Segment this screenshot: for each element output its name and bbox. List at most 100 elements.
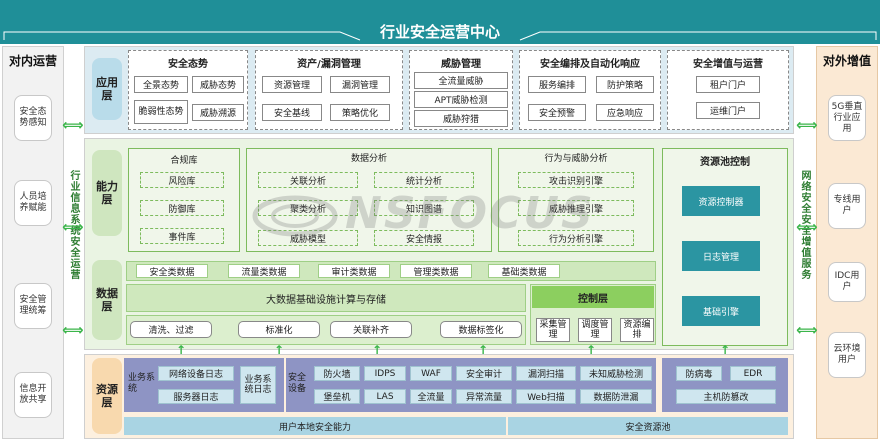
cap-item: 知识图谱 — [374, 200, 474, 216]
app-item: 漏洞管理 — [330, 76, 390, 93]
double-arrow-icon: ⟺ — [62, 218, 84, 236]
group-title: 威胁管理 — [441, 59, 481, 70]
double-arrow-icon: ⟺ — [796, 116, 818, 134]
app-item: 全景态势 — [134, 76, 188, 93]
control-item: 采集管理 — [536, 318, 570, 342]
app-item: 安全预警 — [528, 104, 586, 121]
resource-item: 主机防篡改 — [676, 389, 776, 404]
up-arrow-icon: ↑ — [274, 343, 285, 357]
app-item: 脆弱性态势 — [134, 100, 188, 124]
resource-item: 数据防泄漏 — [580, 389, 652, 404]
app-item: 服务编排 — [528, 76, 586, 93]
biz-system-title: 业务系统 — [128, 373, 156, 394]
data-layer-label: 数据层 — [92, 260, 122, 340]
app-item: 全流量威胁 — [414, 72, 508, 89]
process-item: 关联补齐 — [330, 321, 412, 338]
data-type-item: 流量类数据 — [228, 264, 300, 278]
right-title: 对外增值 — [822, 54, 871, 68]
up-arrow-icon: ↑ — [720, 343, 731, 357]
cap-item: 威胁模型 — [258, 230, 358, 246]
right-item: IDC用户 — [828, 262, 866, 302]
security-device-title: 安全设备 — [288, 373, 307, 394]
app-item: 策略优化 — [330, 104, 390, 121]
cap-item: 行为分析引擎 — [518, 230, 634, 246]
app-item: 威胁溯源 — [192, 104, 244, 121]
right-item: 5G垂直行业应用 — [828, 95, 866, 141]
group-title: 数据分析 — [350, 154, 387, 164]
left-vertical-label: 行业信息系统安全运营 — [68, 170, 79, 280]
cap-item: 安全情报 — [374, 230, 474, 246]
resource-item: 全流量 — [410, 389, 452, 404]
process-item: 标准化 — [238, 321, 320, 338]
left-title: 对内运营 — [8, 54, 57, 68]
app-item: APT威胁检测 — [414, 91, 508, 108]
cap-item: 事件库 — [140, 228, 224, 244]
security-pool-bar: 安全资源池 — [508, 417, 788, 435]
resource-item: 业务系统日志 — [240, 366, 276, 404]
group-title: 合规库 — [170, 156, 198, 166]
left-item: 安全管理统筹 — [14, 283, 52, 329]
pool-item: 资源控制器 — [682, 186, 760, 216]
resource-item: 服务器日志 — [158, 389, 234, 404]
resource-item: LAS — [364, 389, 406, 404]
app-item: 资源管理 — [262, 76, 322, 93]
app-item: 应急响应 — [596, 104, 654, 121]
left-item: 人员培养赋能 — [14, 180, 52, 226]
resource-item: 防病毒 — [676, 366, 722, 381]
resource-item: 网络设备日志 — [158, 366, 234, 381]
control-item: 资源编排 — [620, 318, 654, 342]
double-arrow-icon: ⟺ — [796, 321, 818, 339]
left-item: 信息开放共享 — [14, 372, 52, 418]
resource-layer-label: 资源层 — [92, 358, 122, 434]
group-title: 安全态势 — [168, 59, 208, 70]
data-type-item: 基础类数据 — [488, 264, 560, 278]
pool-item: 基础引擎 — [682, 296, 760, 326]
app-item: 租户门户 — [696, 76, 760, 93]
cap-item: 防御库 — [140, 200, 224, 216]
resource-item: EDR — [730, 366, 776, 381]
resource-item: 防火墙 — [314, 366, 360, 381]
double-arrow-icon: ⟺ — [796, 218, 818, 236]
group-title: 资产/漏洞管理 — [297, 59, 361, 70]
group-title: 安全增值与运营 — [693, 59, 763, 70]
resource-item: IDPS — [364, 366, 406, 381]
up-arrow-icon: ↑ — [176, 343, 187, 357]
cap-item: 风险库 — [140, 172, 224, 188]
right-vertical-label: 网络安全安全增值服务 — [799, 170, 810, 280]
resource-item: 堡垒机 — [314, 389, 360, 404]
header-bracket-lines — [3, 31, 877, 41]
data-type-item: 安全类数据 — [136, 264, 208, 278]
cap-item: 关联分析 — [258, 172, 358, 188]
app-item: 防护策略 — [596, 76, 654, 93]
up-arrow-icon: ↑ — [478, 343, 489, 357]
group-title: 行为与威胁分析 — [544, 154, 608, 164]
process-item: 清洗、过滤 — [130, 321, 212, 338]
bigdata-platform: 大数据基础设施计算与存储 — [126, 284, 526, 312]
local-capability-bar: 用户本地安全能力 — [124, 417, 506, 435]
cap-item: 统计分析 — [374, 172, 474, 188]
left-item: 安全态势感知 — [14, 95, 52, 141]
right-item: 云环境用户 — [828, 332, 866, 378]
app-item: 威胁狩猎 — [414, 110, 508, 127]
right-item: 专线用户 — [828, 183, 866, 229]
resource-item: Web扫描 — [516, 389, 576, 404]
capability-layer-label: 能力层 — [92, 150, 122, 236]
cap-item: 聚类分析 — [258, 200, 358, 216]
app-item: 运维门户 — [696, 102, 760, 119]
resource-item: 异常流量 — [456, 389, 512, 404]
cap-item: 攻击识别引擎 — [518, 172, 634, 188]
up-arrow-icon: ↑ — [586, 343, 597, 357]
group-title: 资源池控制 — [700, 157, 750, 168]
watermark-logo: NSFOCUS — [250, 186, 630, 246]
app-item: 威胁态势 — [192, 76, 244, 93]
control-item: 调度管理 — [578, 318, 612, 342]
data-type-item: 管理类数据 — [400, 264, 472, 278]
resource-item: 漏洞扫描 — [516, 366, 576, 381]
control-layer-title: 控制层 — [532, 286, 654, 308]
header-banner: 行业安全运营中心 — [0, 0, 880, 44]
double-arrow-icon: ⟺ — [62, 321, 84, 339]
data-type-item: 审计类数据 — [318, 264, 390, 278]
cap-item: 威胁推理引擎 — [518, 200, 634, 216]
resource-item: 未知威胁检测 — [580, 366, 652, 381]
application-layer-label: 应用层 — [92, 58, 122, 120]
